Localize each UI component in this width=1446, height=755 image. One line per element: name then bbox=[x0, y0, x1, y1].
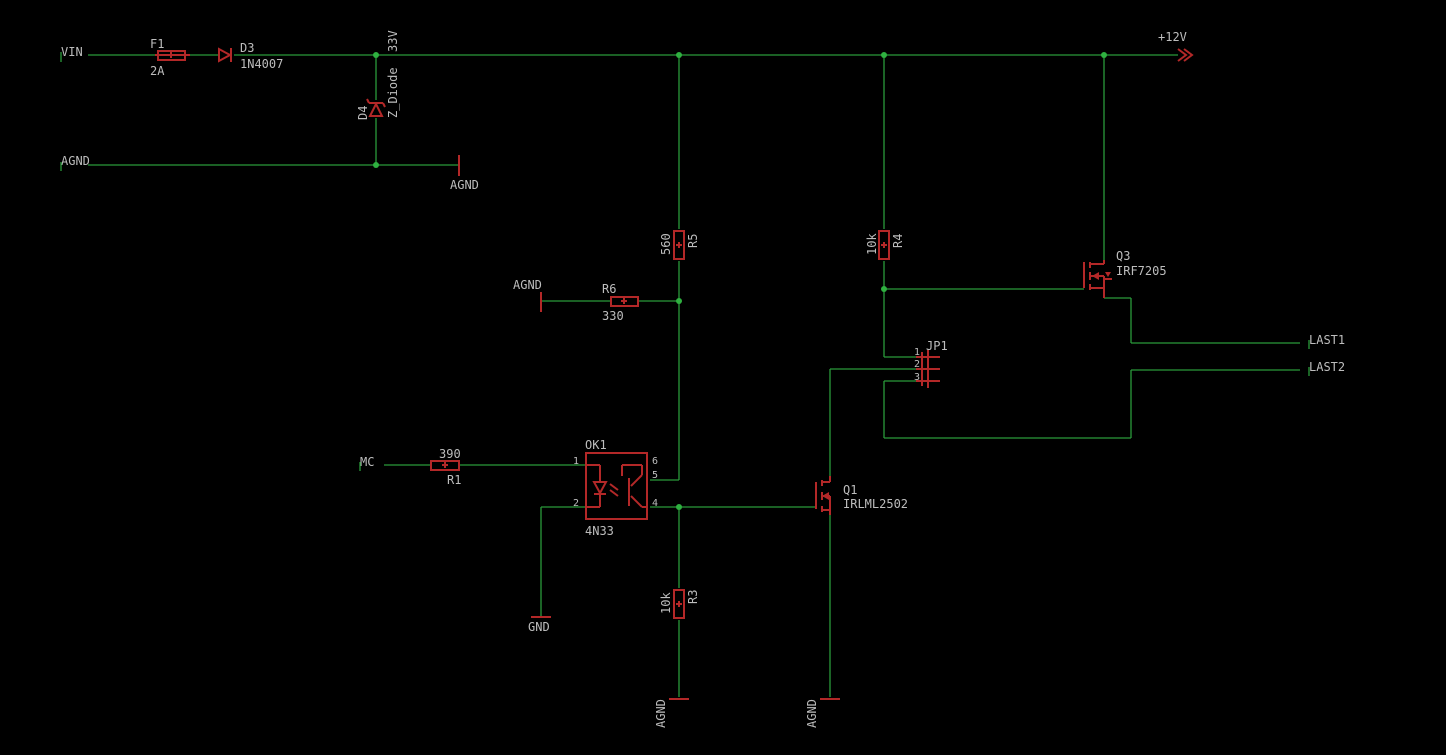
jp1-pin-3: 3 bbox=[914, 372, 920, 383]
r5-value: 560 bbox=[659, 233, 673, 255]
d4-name: D4 bbox=[356, 106, 370, 120]
jumper-jp1[interactable] bbox=[916, 350, 940, 388]
junction-dot bbox=[881, 52, 887, 58]
junction-dot bbox=[881, 286, 887, 292]
net-label-last1: LAST1 bbox=[1309, 333, 1345, 347]
agnd-label: AGND bbox=[513, 278, 542, 292]
d3-value: 1N4007 bbox=[240, 57, 283, 71]
ok1-pin-2: 2 bbox=[573, 498, 579, 509]
resistor-r4[interactable] bbox=[878, 230, 890, 260]
r3-name: R3 bbox=[686, 590, 700, 604]
ok1-pin-6: 6 bbox=[652, 456, 658, 467]
agnd-label: AGND bbox=[654, 699, 668, 728]
f1-value: 2A bbox=[150, 64, 165, 78]
junction-dot bbox=[373, 162, 379, 168]
agnd-label: AGND bbox=[805, 699, 819, 728]
f1-name: F1 bbox=[150, 37, 164, 51]
r3-value: 10k bbox=[659, 592, 673, 614]
junction-dot bbox=[1101, 52, 1107, 58]
d3-name: D3 bbox=[240, 41, 254, 55]
r5-name: R5 bbox=[686, 234, 700, 248]
wires bbox=[88, 54, 1300, 697]
junction-dot bbox=[676, 504, 682, 510]
gnd-label: GND bbox=[528, 620, 550, 634]
junctions bbox=[373, 52, 1107, 510]
q1-value: IRLML2502 bbox=[843, 497, 908, 511]
jp1-pin-2: 2 bbox=[914, 359, 920, 370]
ok1-value: 4N33 bbox=[585, 524, 614, 538]
ok1-pin-1: 1 bbox=[573, 456, 579, 467]
mosfet-q1[interactable] bbox=[815, 476, 831, 515]
agnd-label: AGND bbox=[450, 178, 479, 192]
mosfet-q3[interactable] bbox=[1083, 260, 1112, 298]
ok1-pin-5: 5 bbox=[652, 470, 658, 481]
jp1-pin-1: 1 bbox=[914, 347, 920, 358]
r4-value: 10k bbox=[865, 233, 879, 255]
q3-value: IRF7205 bbox=[1116, 264, 1167, 278]
junction-dot bbox=[676, 52, 682, 58]
fuse-f1[interactable] bbox=[155, 50, 190, 61]
diode-d3[interactable] bbox=[218, 47, 233, 63]
junction-dot bbox=[676, 298, 682, 304]
d4-value: Z_Diode bbox=[386, 67, 400, 118]
zener-diode-d4[interactable] bbox=[366, 98, 386, 117]
r6-value: 330 bbox=[602, 309, 624, 323]
resistor-r1[interactable] bbox=[430, 460, 460, 471]
resistor-r6[interactable] bbox=[610, 296, 639, 307]
ok1-name: OK1 bbox=[585, 438, 607, 452]
q3-name: Q3 bbox=[1116, 249, 1130, 263]
resistor-r3[interactable] bbox=[673, 589, 685, 619]
optocoupler-ok1[interactable] bbox=[585, 452, 648, 520]
r4-name: R4 bbox=[891, 234, 905, 248]
ok1-pin-4: 4 bbox=[652, 498, 658, 509]
junction-dot bbox=[373, 52, 379, 58]
resistor-r5[interactable] bbox=[673, 230, 685, 260]
r6-name: R6 bbox=[602, 282, 616, 296]
q1-name: Q1 bbox=[843, 483, 857, 497]
r1-name: R1 bbox=[447, 473, 461, 487]
jp1-name: JP1 bbox=[926, 339, 948, 353]
net-label-mc: MC bbox=[360, 455, 374, 469]
net-label-agnd: AGND bbox=[61, 154, 90, 168]
net-label-last2: LAST2 bbox=[1309, 360, 1345, 374]
labels: VIN AGND MC +12V LAST1 LAST2 AGND AGND G… bbox=[60, 30, 1345, 728]
r1-value: 390 bbox=[439, 447, 461, 461]
d4-extra: 33V bbox=[386, 30, 400, 52]
net-label-plus12v: +12V bbox=[1158, 30, 1187, 44]
supply-arrow-icon bbox=[1177, 48, 1194, 62]
net-label-vin: VIN bbox=[61, 45, 83, 59]
